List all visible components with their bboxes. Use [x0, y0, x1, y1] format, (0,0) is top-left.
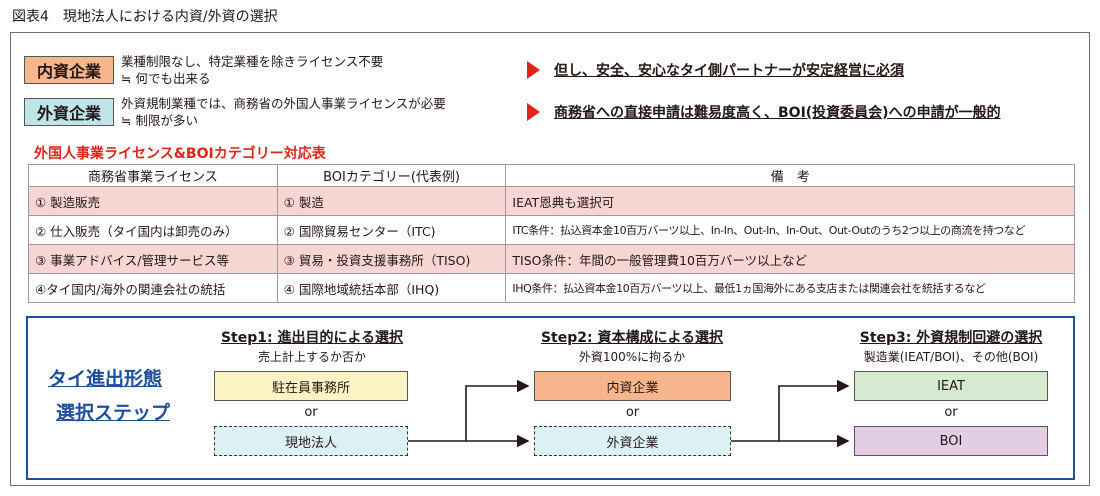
domestic-description-line1: 業種制限なし、特定業種を除きライセンス不要 [121, 54, 384, 69]
step3-ieat-box: IEAT [854, 371, 1048, 401]
outer-frame [10, 32, 1090, 486]
table-row: ③ 事業アドバイス/管理サービス等 ③ 貿易・投資支援事務所（TISO) TIS… [28, 244, 1075, 274]
foreign-arrow-icon [527, 103, 540, 121]
table-cell: ③ 事業アドバイス/管理サービス等 [28, 244, 278, 274]
table-row: ④タイ国内/海外の関連会社の統括 ④ 国際地域統括本部（IHQ) IHQ条件：払… [28, 273, 1075, 303]
step1-title: Step1: 進出目的による選択 [220, 330, 404, 346]
figure-title: 図表4 現地法人における内資/外資の選択 [12, 9, 278, 25]
connector-step2-to-step3 [731, 379, 850, 442]
step1-or: or [304, 405, 318, 420]
domestic-arrow-icon [527, 61, 540, 79]
header-remarks: 備 考 [505, 164, 1075, 187]
table-cell: ③ 貿易・投資支援事務所（TISO) [276, 244, 507, 274]
table-cell: ④タイ国内/海外の関連会社の統括 [28, 273, 278, 303]
table-cell: IEAT恩典も選択可 [505, 186, 1075, 216]
step3-boi-box: BOI [854, 426, 1048, 456]
steps-label-line1: タイ進出形態 [48, 368, 163, 390]
foreign-conclusion: 商務省への直接申請は難易度高く、BOI(投資委員会)への申請が一般的 [554, 105, 1001, 121]
step2-title: Step2: 資本構成による選択 [540, 330, 724, 346]
step2-foreign-box: 外資企業 [534, 426, 731, 456]
domestic-company-label: 内資企業 [24, 56, 114, 84]
step3-subtitle: 製造業(IEAT/BOI)、その他(BOI) [863, 350, 1039, 364]
domestic-description: 業種制限なし、特定業種を除きライセンス不要 ≒ 何でも出来る [121, 53, 383, 87]
step1-local-subsidiary-box: 現地法人 [214, 426, 408, 456]
step2-domestic-box: 内資企業 [534, 371, 731, 401]
table-cell: TISO条件：年間の一般管理費10百万バーツ以上など [505, 244, 1075, 274]
table-row: ② 仕入販売（タイ国内は卸売のみ） ② 国際貿易センター（ITC) ITC条件：… [28, 215, 1075, 245]
step3-or: or [944, 405, 958, 420]
domestic-conclusion: 但し、安全、安心なタイ側パートナーが安定経営に必須 [554, 63, 904, 79]
table-title: 外国人事業ライセンス&BOIカテゴリー対応表 [34, 146, 326, 162]
foreign-description-line1: 外資規制業種では、商務省の外国人事業ライセンスが必要 [121, 96, 446, 111]
license-boi-table: 商務省事業ライセンス BOIカテゴリー(代表例) 備 考 ① 製造販売 ① 製造… [28, 164, 1075, 303]
foreign-description-line2: ≒ 制限が多い [121, 113, 198, 128]
connector-step1-to-step2 [408, 379, 530, 442]
table-cell: IHQ条件：払込資本金10百万バーツ以上、最低1ヵ国海外にある支店または関連会社… [505, 273, 1075, 303]
step1-subtitle: 売上計上するか否か [257, 350, 366, 364]
foreign-company-label: 外資企業 [24, 98, 114, 126]
steps-label-line2: 選択ステップ [56, 402, 171, 424]
step2-or: or [625, 405, 640, 420]
selection-steps-panel [26, 316, 1075, 480]
step2-subtitle: 外資100%に拘るか [578, 350, 686, 364]
foreign-description: 外資規制業種では、商務省の外国人事業ライセンスが必要 ≒ 制限が多い [121, 95, 446, 129]
step3-title: Step3: 外資規制回避の選択 [859, 330, 1043, 346]
table-cell: ① 製造販売 [28, 186, 278, 216]
table-cell: ① 製造 [276, 186, 507, 216]
table-row: ① 製造販売 ① 製造 IEAT恩典も選択可 [28, 186, 1075, 216]
table-cell: ④ 国際地域統括本部（IHQ) [276, 273, 507, 303]
domestic-description-line2: ≒ 何でも出来る [121, 71, 211, 86]
step1-office-box: 駐在員事務所 [214, 371, 408, 401]
header-license: 商務省事業ライセンス [28, 164, 278, 187]
